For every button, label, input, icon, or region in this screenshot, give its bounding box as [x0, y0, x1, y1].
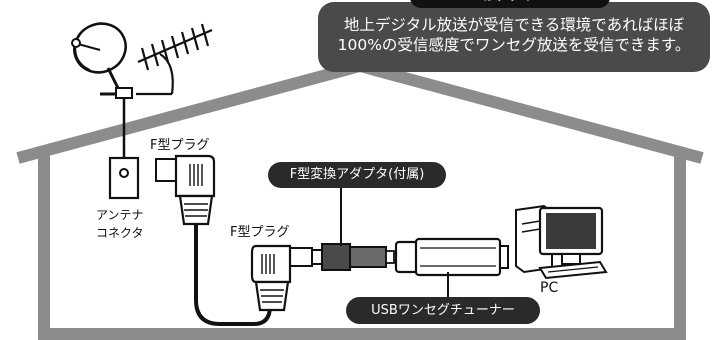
f-plug-top-icon	[155, 154, 216, 226]
adapter-label: F型変換アダプタ(付属)	[268, 162, 446, 188]
usb-tuner-icon	[394, 237, 509, 277]
recommendation-tab: おすすめ!	[410, 0, 610, 8]
recommendation-callout: おすすめ! 地上デジタル放送が受信できる環境であればほぼ 100%の受信感度でワ…	[318, 0, 710, 72]
satellite-dish-icon	[71, 22, 127, 89]
pc-label: PC	[540, 280, 559, 296]
coax-cable	[194, 224, 272, 326]
antenna-connector-label-2: コネクタ	[96, 226, 144, 240]
f-plug-bottom-label: F型プラグ	[230, 225, 290, 240]
callout-line-1: 地上デジタル放送が受信できる環境であればほぼ	[343, 16, 685, 34]
antenna-connector-icon	[108, 156, 140, 200]
tuner-label: USBワンセグチューナー	[346, 297, 540, 324]
callout-line-2: 100%の受信感度でワンセグ放送を受信できます。	[337, 36, 691, 54]
f-plug-bottom-icon	[250, 244, 313, 312]
house-outline	[16, 59, 704, 340]
uhf-antenna-icon	[136, 23, 213, 96]
f-adapter-icon	[311, 243, 395, 271]
f-plug-top-label: F型プラグ	[150, 138, 210, 153]
pc-icon	[515, 204, 608, 280]
antenna-connector-label-1: アンテナ	[96, 208, 144, 222]
leader-lines	[340, 184, 449, 300]
antenna-mast	[100, 87, 133, 158]
